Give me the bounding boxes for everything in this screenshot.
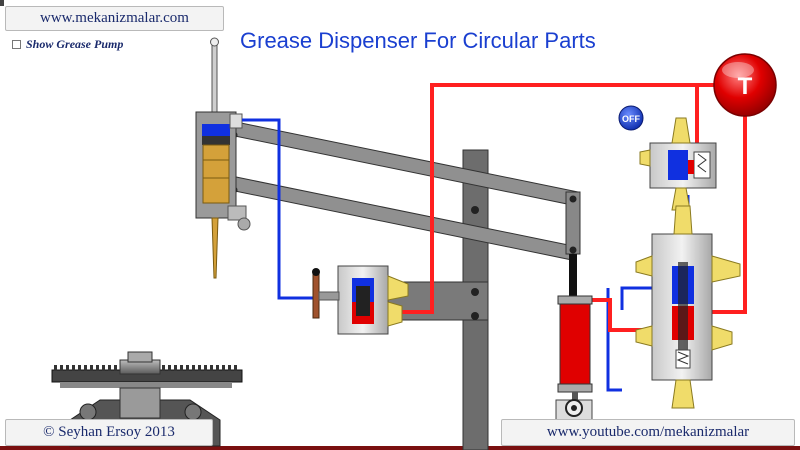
piston-rod — [569, 254, 577, 300]
site-link-button[interactable]: www.mekanizmalar.com — [5, 6, 224, 31]
gear-tooth — [198, 365, 201, 371]
copyright-button[interactable]: © Seyhan Ersoy 2013 — [5, 419, 213, 446]
gear-tooth — [60, 365, 63, 371]
gear-tooth — [96, 365, 99, 371]
ground-line — [0, 446, 800, 450]
pivot-pin — [471, 288, 479, 296]
pivot-pin — [471, 206, 479, 214]
gear-tooth — [210, 365, 213, 371]
gear-tooth — [162, 365, 165, 371]
dispensing-nozzle — [211, 217, 219, 279]
gear-tooth — [84, 365, 87, 371]
gear-tooth — [102, 365, 105, 371]
gear-tooth — [78, 365, 81, 371]
pilot-valve — [639, 117, 717, 211]
gear-tooth — [108, 365, 111, 371]
air-cylinder — [555, 295, 593, 421]
pivot-pin — [471, 312, 479, 320]
gear-tooth — [234, 365, 237, 371]
cartridge-air-chamber — [202, 124, 230, 136]
trigger-button[interactable]: T — [713, 53, 777, 117]
show-grease-pump-option[interactable]: Show Grease Pump — [12, 37, 123, 52]
gear-tooth — [90, 365, 93, 371]
gear-tooth — [228, 365, 231, 371]
gear-tooth — [54, 365, 57, 371]
fitting — [227, 205, 247, 221]
gear-tooth — [174, 365, 177, 371]
page-title: Grease Dispenser For Circular Parts — [240, 28, 596, 53]
off-button[interactable]: OFF — [618, 105, 644, 131]
gear-tooth — [222, 365, 225, 371]
show-grease-pump-label: Show Grease Pump — [26, 37, 124, 51]
gear-tooth — [72, 365, 75, 371]
directional-valve — [635, 205, 741, 409]
manual-valve — [312, 265, 409, 335]
grease-reservoir — [202, 144, 230, 204]
gear-tooth — [216, 365, 219, 371]
gear-tooth — [114, 365, 117, 371]
show-grease-pump-checkbox[interactable] — [12, 40, 21, 49]
gear-tooth — [192, 365, 195, 371]
gear-tooth — [186, 365, 189, 371]
gear-tooth — [180, 365, 183, 371]
youtube-link-button[interactable]: www.youtube.com/mekanizmalar — [501, 419, 795, 446]
gear-tooth — [66, 365, 69, 371]
gear-tooth — [168, 365, 171, 371]
plunger-rod — [211, 39, 218, 121]
gear-tooth — [204, 365, 207, 371]
